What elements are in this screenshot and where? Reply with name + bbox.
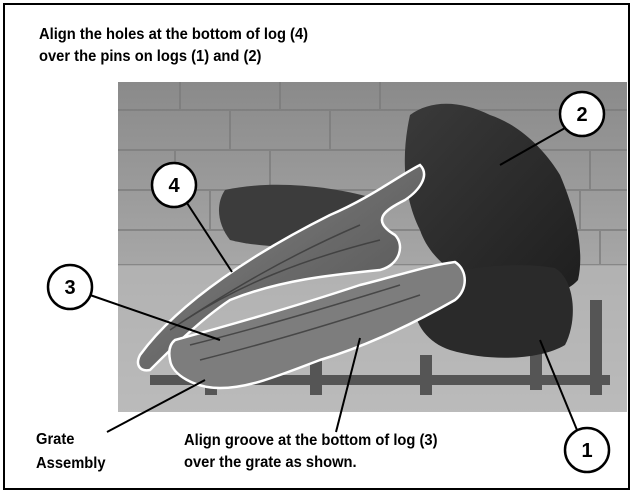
callout-2-label: 2 <box>576 104 587 126</box>
grate-label-line-2: Assembly <box>36 452 106 476</box>
groove-line-1: Align groove at the bottom of log (3) <box>184 430 437 452</box>
grate-assembly-label: Grate Assembly <box>36 428 106 476</box>
callout-4: 4 <box>152 163 196 207</box>
callout-4-label: 4 <box>168 175 180 197</box>
grate-label-line-1: Grate <box>36 428 106 452</box>
groove-line-2: over the grate as shown. <box>184 452 437 474</box>
callout-2: 2 <box>560 92 604 136</box>
groove-instructions: Align groove at the bottom of log (3) ov… <box>184 430 437 474</box>
callout-1-label: 1 <box>581 440 592 462</box>
callout-1: 1 <box>565 428 609 472</box>
callout-3-label: 3 <box>64 277 75 299</box>
photo-content <box>118 82 627 412</box>
callout-3: 3 <box>48 265 92 309</box>
